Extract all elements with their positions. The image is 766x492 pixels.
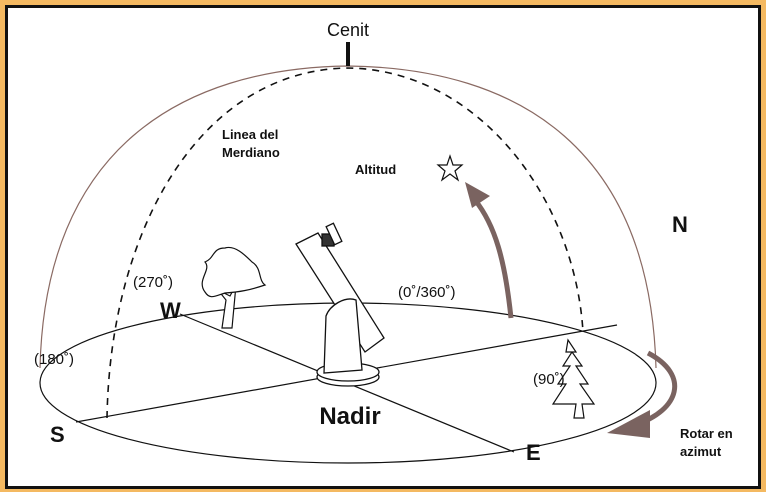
east-label: E bbox=[526, 440, 541, 465]
zenith-label: Cenit bbox=[327, 20, 369, 40]
south-label: S bbox=[50, 422, 65, 447]
north-label: N bbox=[672, 212, 688, 237]
west-degrees: (270˚) bbox=[133, 274, 173, 291]
meridian-label-line2: Merdiano bbox=[222, 145, 280, 160]
tree-icon bbox=[201, 246, 267, 329]
altitude-arrowhead bbox=[465, 182, 490, 208]
north-degrees: (0˚/360˚) bbox=[398, 284, 456, 301]
south-degrees: (180˚) bbox=[34, 351, 74, 368]
rotate-label-line1: Rotar en bbox=[680, 426, 733, 441]
east-degrees: (90˚) bbox=[533, 371, 565, 388]
altitude-label: Altitud bbox=[355, 162, 396, 177]
west-label: W bbox=[160, 298, 181, 323]
pine-tree-icon bbox=[551, 338, 596, 419]
zenith-tick bbox=[346, 42, 350, 66]
nadir-label: Nadir bbox=[319, 403, 380, 430]
rotate-label-line2: azimut bbox=[680, 444, 722, 459]
meridian-line bbox=[106, 67, 584, 419]
star-icon bbox=[436, 154, 464, 182]
telescope bbox=[295, 222, 385, 387]
altitude-arrow bbox=[473, 198, 514, 319]
diagram-frame bbox=[5, 5, 761, 489]
azimuth-arrowhead bbox=[607, 410, 650, 438]
meridian-label-line1: Linea del bbox=[222, 127, 278, 142]
